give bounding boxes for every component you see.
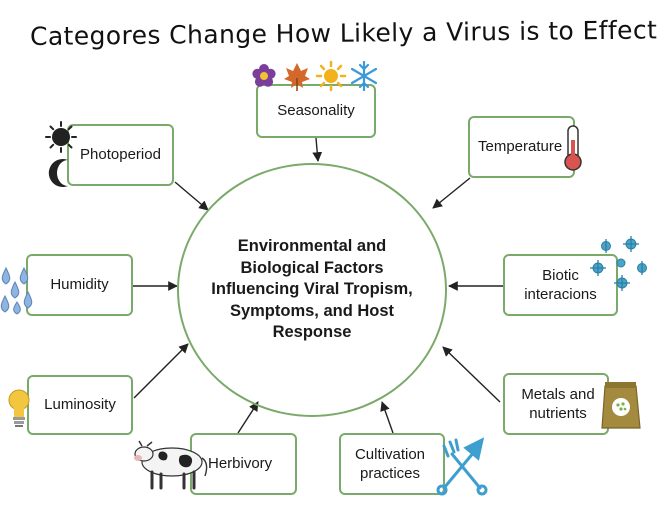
factor-photoperiod: Photoperiod <box>67 124 174 186</box>
arrow-herbivory <box>237 401 259 434</box>
arrow-cultivation <box>380 401 394 434</box>
factor-cultivation: Cultivation practices <box>339 433 445 495</box>
snowflake-icon <box>350 60 378 92</box>
arrow-seasonality <box>312 137 323 162</box>
factor-cultivation-label: Cultivation practices <box>354 445 426 483</box>
factor-photoperiod-label: Photoperiod <box>80 146 161 164</box>
cow-icon <box>134 440 208 490</box>
factor-metals: Metals and nutrients <box>503 373 609 435</box>
arrow-luminosity <box>133 343 189 399</box>
flower-icon <box>252 64 276 87</box>
central-concept-label: Environmental and Biological Factors Inf… <box>211 237 413 342</box>
moon-sun-icon <box>45 121 77 188</box>
factor-seasonality-label: Seasonality <box>277 102 355 120</box>
garden-tools-icon <box>436 437 488 496</box>
fertilizer-bag-icon <box>601 382 641 429</box>
factor-humidity-label: Humidity <box>50 276 109 294</box>
arrow-photoperiod <box>174 181 209 211</box>
virus-icon <box>590 236 647 291</box>
thermometer-icon <box>564 125 582 171</box>
factor-herbivory-label: Herbivory <box>208 455 273 473</box>
droplets-icon <box>0 266 33 315</box>
factor-seasonality: Seasonality <box>256 84 376 138</box>
factor-metals-label: Metals and nutrients <box>521 385 595 423</box>
factor-biotic-label: Biotic interacions <box>524 266 597 304</box>
lightbulb-icon <box>8 389 30 427</box>
sun-icon <box>315 60 347 92</box>
factor-temperature: Temperature <box>468 116 575 178</box>
leaf-icon <box>284 63 310 91</box>
factor-luminosity-label: Luminosity <box>44 396 116 414</box>
factor-temperature-label: Temperature <box>478 138 563 156</box>
factor-humidity: Humidity <box>26 254 133 316</box>
factor-luminosity: Luminosity <box>27 375 133 435</box>
arrow-metals <box>442 346 501 403</box>
central-concept: Environmental and Biological Factors Inf… <box>177 163 447 417</box>
arrow-temperature <box>432 177 471 209</box>
